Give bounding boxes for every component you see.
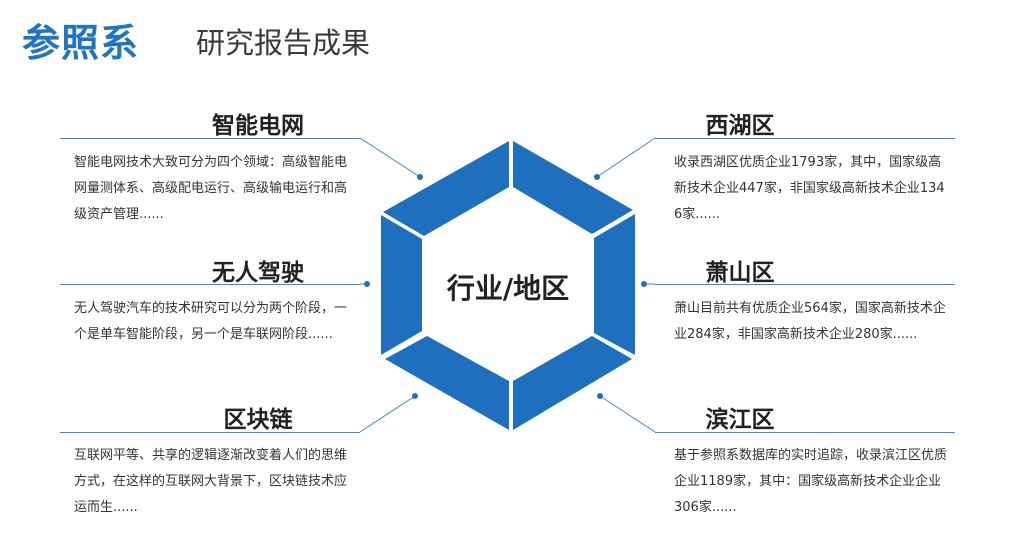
connector-line-xihu [596,137,656,178]
panel-title-blockchain: 区块链 [223,407,293,433]
connector-dot [364,281,370,287]
panel-text-binjiang: 基于参照系数据库的实时追踪，收录滨江区优质企业1189家，其中：国家级高新技术企… [674,448,948,515]
hex-segment-top-left [383,141,509,236]
connector-dot [417,174,423,180]
connector-line-blockchain [359,395,416,433]
divider [655,284,955,285]
hex-segment-top-right [513,141,633,234]
connector-line-smart-grid [359,137,421,178]
brand-title: 参照系 [22,21,140,65]
connector-dot [412,393,418,399]
panel-text-blockchain: 互联网平等、共享的逻辑逐渐改变着人们的思维方式，在这样的互联网大背景下，区块链技… [74,448,348,515]
panel-text-autonomous-driving: 无人驾驶汽车的技术研究可以分为两个阶段，一个是单车智能阶段，另一个是车联网阶段.… [74,301,348,342]
panel-text-xihu: 收录西湖区优质企业1793家，其中，国家级高新技术企业447家，非国家级高新技术… [674,155,945,222]
panel-title-binjiang: 滨江区 [705,407,775,433]
panel-text-smart-grid: 智能电网技术大致可分为四个领域：高级智能电网量测体系、高级配电运行、高级输电运行… [74,155,348,222]
hex-segment-right [594,214,635,355]
connector-dot [594,174,600,180]
hex-segment-bottom-left [385,336,509,430]
panel-title-xihu: 西湖区 [705,113,775,139]
panel-title-xiaoshan: 萧山区 [705,260,775,286]
divider [60,284,360,285]
panel-text-xiaoshan: 萧山目前共有优质企业564家，国家高新技术企业284家，非国家高新技术企业280… [674,301,946,342]
center-label: 行业/地区 [446,272,570,305]
divider [655,138,955,139]
hex-segment-bottom-right [513,336,632,430]
divider [655,432,955,433]
connector-dot [597,393,603,399]
panel-title-autonomous-driving: 无人驾驶 [212,260,304,286]
panel-title-smart-grid: 智能电网 [212,113,304,139]
page-subtitle: 研究报告成果 [196,26,371,60]
divider [60,432,360,433]
hex-segment-left [381,215,422,355]
connector-dot [641,281,647,287]
connector-line-binjiang [599,395,656,433]
divider [60,138,360,139]
